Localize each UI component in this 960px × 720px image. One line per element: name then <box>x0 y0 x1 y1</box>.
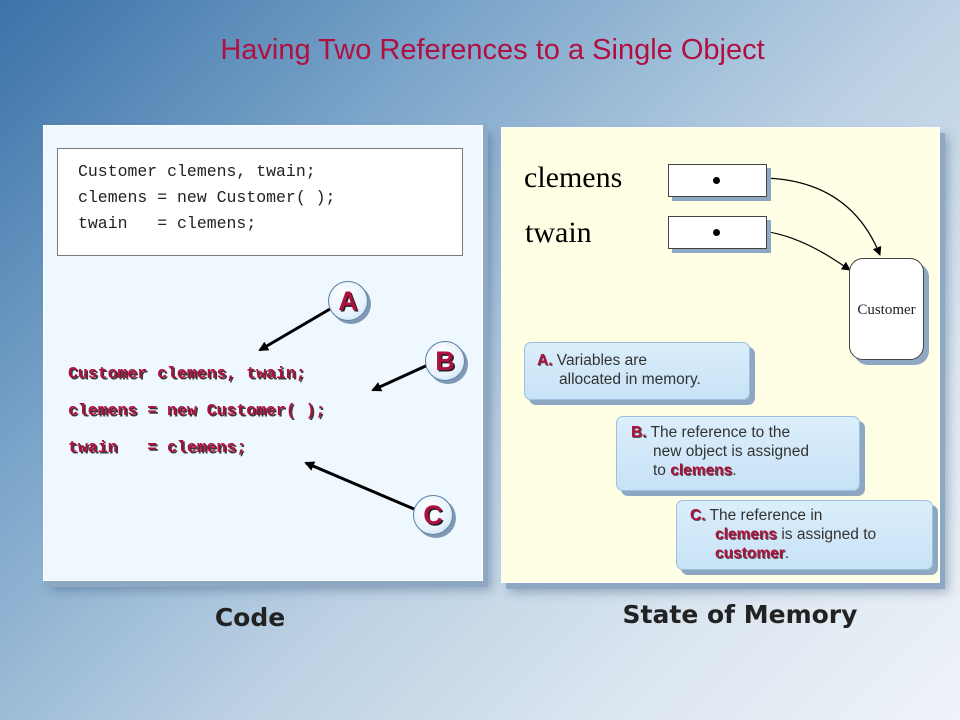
note-b-line-3: to clemens. <box>653 461 737 480</box>
note-b: B. The reference to the new object is as… <box>616 416 860 491</box>
note-a-text-1: Variables are <box>552 352 647 369</box>
reference-dot <box>713 177 720 184</box>
highlight-code-line-1: Customer clemens, twain; <box>68 364 306 383</box>
reference-dot <box>713 229 720 236</box>
arrow-a <box>258 307 331 352</box>
note-c-line-1: C. The reference in <box>690 506 822 525</box>
memory-label: State of Memory <box>622 600 858 629</box>
note-a-line-1: A. Variables are <box>537 351 647 370</box>
marker-a: A <box>328 281 368 321</box>
arrow-b <box>371 362 431 392</box>
variable-twain-label: twain <box>525 216 592 249</box>
note-b-key: B. <box>631 424 647 441</box>
note-b-highlight: clemens <box>670 462 733 479</box>
note-b-text-3: to <box>653 462 671 479</box>
code-line-1: Customer clemens, twain; <box>78 162 316 181</box>
arrow-c <box>304 461 415 511</box>
twain-reference-box <box>668 216 767 249</box>
note-c-highlight-1: clemens <box>715 526 778 543</box>
note-c-line-3: customer. <box>715 544 789 563</box>
note-c-text-1: The reference in <box>705 507 823 524</box>
customer-object: Customer <box>849 258 924 360</box>
marker-c: C <box>413 495 453 535</box>
note-c-text-3: . <box>784 545 790 562</box>
code-line-3: twain = clemens; <box>78 214 257 233</box>
customer-object-label: Customer <box>857 302 916 318</box>
highlight-code-line-2: clemens = new Customer( ); <box>68 401 326 420</box>
note-a: A. Variables are allocated in memory. <box>524 342 750 400</box>
note-a-key: A. <box>537 352 553 369</box>
clemens-reference-box <box>668 164 767 197</box>
code-listing: Customer clemens, twain; clemens = new C… <box>57 148 463 256</box>
highlight-code-line-3: twain = clemens; <box>68 438 247 457</box>
variable-clemens-label: clemens <box>524 161 623 194</box>
note-b-text-2: new object is assigned <box>653 443 809 460</box>
note-c-highlight-2: customer <box>715 545 785 562</box>
code-label: Code <box>214 603 286 632</box>
note-a-text-2: allocated in memory. <box>559 371 701 388</box>
note-b-text-4: . <box>732 462 737 479</box>
note-b-text-1: The reference to the <box>646 424 791 441</box>
note-c-line-2: clemens is assigned to <box>715 525 876 544</box>
note-c: C. The reference in clemens is assigned … <box>676 500 933 570</box>
code-line-2: clemens = new Customer( ); <box>78 188 336 207</box>
note-b-line-1: B. The reference to the <box>631 423 790 442</box>
note-c-text-2: is assigned to <box>777 526 877 543</box>
marker-b: B <box>425 341 465 381</box>
slide-title: Having Two References to a Single Object <box>220 34 765 66</box>
note-c-key: C. <box>690 507 706 524</box>
